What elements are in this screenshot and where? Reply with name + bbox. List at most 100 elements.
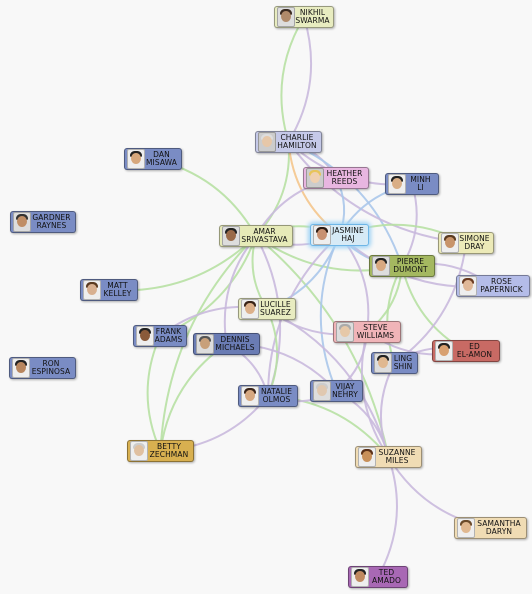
first-name: BETTY	[157, 441, 181, 451]
first-name: MATT	[107, 280, 128, 290]
first-name: STEVE	[363, 322, 388, 332]
last-name: LI	[417, 183, 424, 192]
last-name: SRIVASTAVA	[241, 235, 288, 244]
last-name: KELLEY	[103, 289, 132, 298]
last-name: HAJ	[341, 234, 355, 243]
last-name: SUAREZ	[259, 308, 292, 317]
avatar	[457, 518, 475, 538]
first-name: SUZANNE	[378, 447, 416, 457]
last-name: MICHAELS	[215, 343, 255, 352]
avatar	[13, 212, 31, 232]
avatar	[241, 386, 259, 406]
avatar	[222, 226, 240, 246]
first-name: VIJAY	[335, 381, 355, 391]
avatar	[358, 447, 376, 467]
last-name: WILLIAMS	[356, 331, 395, 340]
last-name: PAPERNICK	[480, 285, 523, 294]
last-name: SWARMA	[295, 16, 330, 25]
edge-charlie-pierre	[287, 141, 403, 267]
avatar	[127, 149, 145, 169]
last-name: EL-AMON	[456, 350, 493, 359]
first-name: GARDNER	[32, 212, 71, 222]
last-name: DRAY	[464, 242, 485, 251]
first-name: DAN	[153, 149, 170, 159]
avatar	[83, 280, 101, 300]
avatar	[130, 441, 148, 461]
first-name: LING	[393, 353, 413, 363]
last-name: NEHRY	[332, 390, 358, 399]
avatar	[313, 225, 331, 245]
edge-frank-betty	[146, 335, 162, 452]
first-name: CHARLIE	[280, 132, 314, 142]
avatar	[336, 322, 354, 342]
first-name: ED	[469, 341, 480, 351]
last-name: RAYNES	[36, 221, 67, 230]
avatar	[459, 276, 477, 296]
edge-nikhil-charlie	[287, 16, 313, 143]
edge-steve-suzanne	[360, 331, 390, 458]
first-name: NIKHIL	[299, 7, 326, 17]
first-name: SIMONE	[459, 233, 490, 243]
avatar	[196, 334, 214, 354]
last-name: SHIN	[393, 362, 413, 371]
avatar	[374, 353, 392, 373]
first-name: HEATHER	[326, 168, 363, 178]
edge-nikhil-charlie	[280, 16, 305, 143]
first-name: LUCILLE	[260, 299, 291, 309]
first-name: PIERRE	[396, 256, 425, 266]
last-name: REEDS	[331, 177, 358, 186]
last-name: OLMOS	[262, 395, 291, 404]
last-name: DUMONT	[393, 265, 428, 274]
edge-dennis-betty	[159, 343, 228, 452]
edge-jasmine-vijay	[319, 234, 341, 392]
last-name: ADAMS	[154, 335, 183, 344]
first-name: AMAR	[253, 226, 276, 236]
avatar	[258, 132, 276, 152]
avatar	[277, 7, 295, 27]
edge-amar-betty	[159, 235, 257, 452]
avatar	[313, 381, 331, 401]
first-name: TED	[378, 567, 395, 577]
first-name: FRANK	[155, 326, 182, 336]
avatar	[441, 233, 459, 253]
last-name: ZECHMAN	[149, 450, 189, 459]
last-name: AMADO	[372, 576, 401, 585]
last-name: HAMILTON	[277, 141, 317, 150]
first-name: SAMANTHA	[477, 518, 521, 528]
avatar	[306, 168, 324, 188]
first-name: RON	[42, 358, 60, 368]
edge-charlie-amar	[255, 141, 290, 237]
first-name: JASMINE	[332, 225, 364, 235]
avatar	[241, 299, 259, 319]
last-name: MILES	[385, 456, 409, 465]
first-name: DENNIS	[220, 334, 250, 344]
last-name: DARYN	[485, 527, 513, 536]
edge-suzanne-ted	[377, 456, 398, 578]
avatar	[351, 567, 369, 587]
